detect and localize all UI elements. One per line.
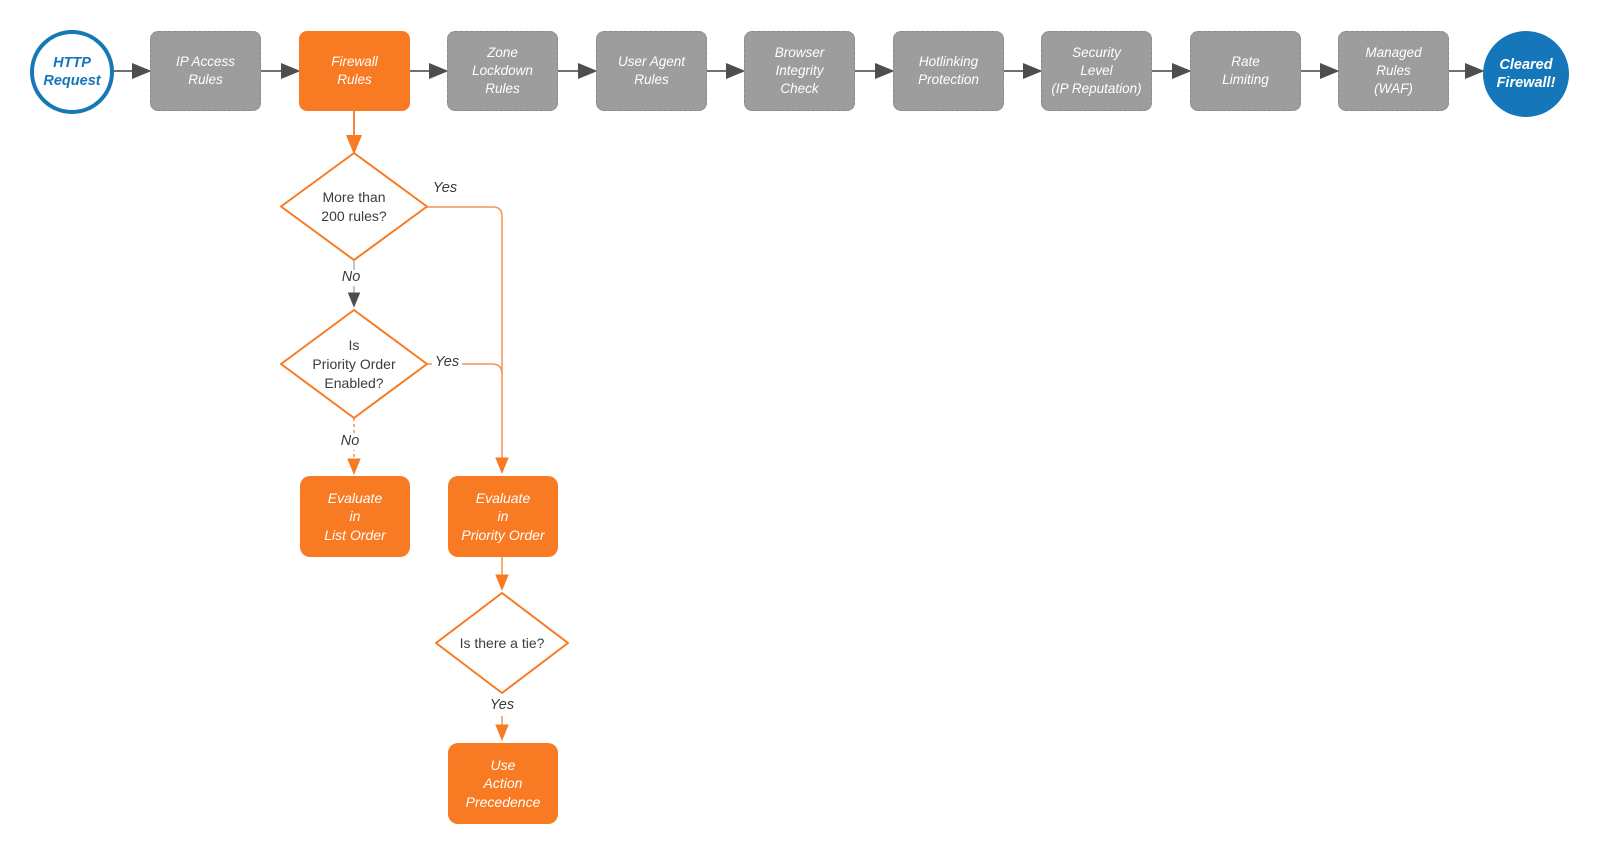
step-browser-integrity-check: Browser Integrity Check	[744, 31, 855, 111]
edge-label-200-rules-no: No	[338, 269, 364, 286]
decision-priority-enabled-shape	[280, 309, 428, 419]
decision-200-rules-shape	[280, 152, 428, 261]
step-firewall-rules: Firewall Rules	[299, 31, 410, 111]
edge-label-priority-enabled-yes: Yes	[431, 354, 463, 371]
step-managed-rules-waf: Managed Rules (WAF)	[1338, 31, 1449, 111]
step-ip-access-rules: IP Access Rules	[150, 31, 261, 111]
start-node-http-request: HTTP Request	[30, 30, 114, 114]
decision-tie-label: Is there a tie?	[459, 635, 545, 651]
action-evaluate-list-order: Evaluate in List Order	[300, 476, 410, 557]
step-security-level: Security Level (IP Reputation)	[1041, 31, 1152, 111]
action-evaluate-priority-order: Evaluate in Priority Order	[448, 476, 558, 557]
edge-label-tie-yes: Yes	[486, 697, 518, 714]
end-node-cleared-firewall: Cleared Firewall!	[1483, 31, 1569, 117]
step-zone-lockdown-rules: Zone Lockdown Rules	[447, 31, 558, 111]
edge-label-200-rules-yes: Yes	[429, 180, 461, 197]
action-use-action-precedence: Use Action Precedence	[448, 743, 558, 824]
decision-200-rules-label: More than 200 rules?	[321, 189, 387, 224]
step-rate-limiting: Rate Limiting	[1190, 31, 1301, 111]
edge-priority-enabled-yes	[427, 363, 503, 375]
edge-200-rules-yes	[427, 206, 509, 474]
decision-tie-shape	[435, 592, 569, 694]
step-user-agent-rules: User Agent Rules	[596, 31, 707, 111]
edge-label-priority-enabled-no: No	[337, 433, 363, 450]
step-hotlinking-protection: Hotlinking Protection	[893, 31, 1004, 111]
decision-priority-enabled-label: Is Priority Order Enabled?	[312, 337, 396, 391]
